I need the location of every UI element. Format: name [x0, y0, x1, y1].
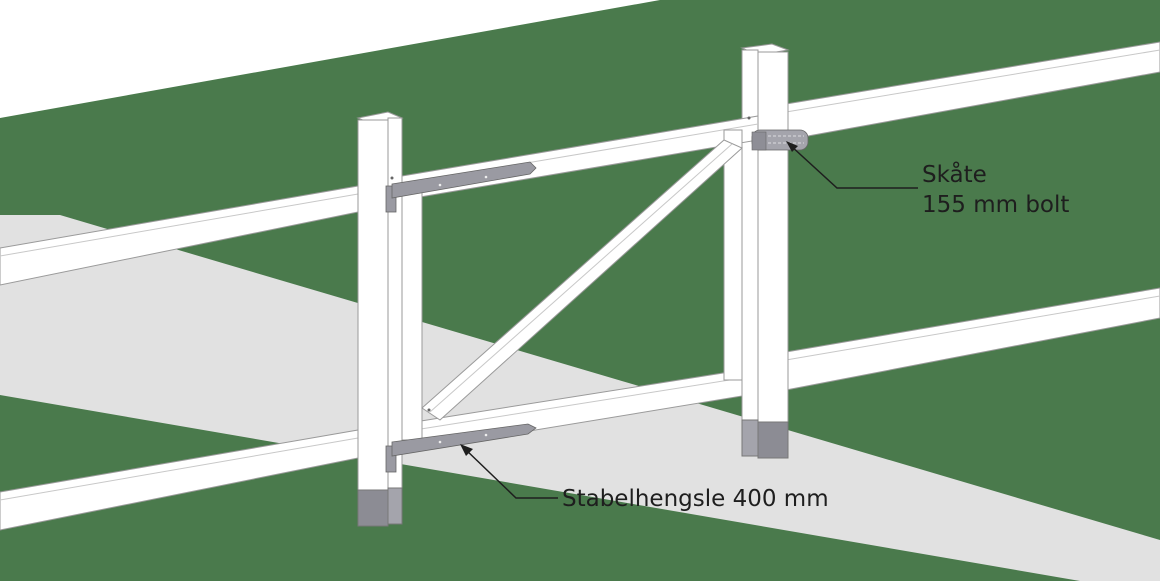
- callout-leader-latch: [786, 141, 918, 189]
- callout-latch-label: Skåte 155 mm bolt: [922, 160, 1069, 220]
- fence-post-right: [740, 43, 790, 459]
- post-foot-left: [357, 489, 389, 527]
- callout-leader-hinge: [460, 444, 558, 499]
- post-foot-right: [741, 419, 759, 457]
- callout-latch-title: Skåte: [922, 162, 987, 188]
- callout-hinge-label: Stabelhengsle 400 mm: [562, 486, 829, 512]
- callout-latch-spec: 155 mm bolt: [922, 192, 1070, 218]
- latch-bolt: [751, 129, 809, 151]
- hinge-upper: [385, 161, 537, 213]
- hinge-lower: [385, 423, 537, 473]
